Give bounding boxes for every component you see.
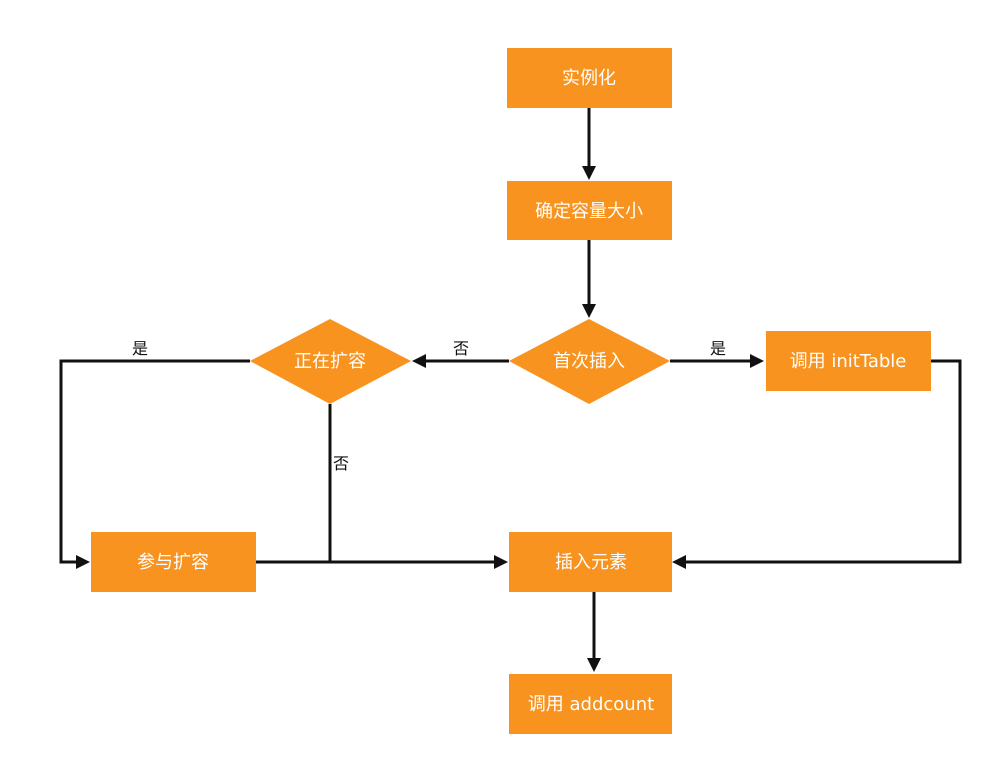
- node-first-insert: 首次插入: [509, 319, 670, 404]
- edge-help-resize-to-insert-element: [255, 555, 508, 569]
- edge-first-insert-to-resizing: [412, 354, 509, 368]
- edge-label-first-insert-yes: 是: [710, 339, 726, 358]
- node-insert-element-label: 插入元素: [555, 552, 627, 573]
- edge-first-insert-to-init-table: [670, 354, 764, 368]
- node-instantiate-label: 实例化: [562, 68, 616, 89]
- edge-label-first-insert-no: 否: [453, 339, 469, 358]
- edge-instantiate-to-capacity: [582, 108, 596, 180]
- node-insert-element: 插入元素: [509, 532, 672, 592]
- node-determine-capacity: 确定容量大小: [507, 181, 672, 240]
- node-instantiate: 实例化: [507, 48, 672, 108]
- edge-label-resizing-no: 否: [333, 454, 349, 473]
- edge-capacity-to-first-insert: [582, 240, 596, 318]
- node-call-addcount-label: 调用 addcount: [528, 694, 654, 715]
- node-resizing: 正在扩容: [250, 319, 411, 404]
- node-determine-capacity-label: 确定容量大小: [535, 201, 643, 222]
- node-help-resize-label: 参与扩容: [137, 552, 209, 573]
- node-first-insert-label: 首次插入: [553, 351, 625, 372]
- node-call-addcount: 调用 addcount: [509, 674, 672, 734]
- edge-insert-element-to-addcount: [587, 592, 601, 672]
- node-resizing-label: 正在扩容: [294, 351, 366, 372]
- edge-label-resizing-yes: 是: [132, 339, 148, 358]
- edge-resizing-to-help-resize: [59, 359, 250, 569]
- node-call-init-table-label: 调用 initTable: [790, 351, 907, 372]
- node-help-resize: 参与扩容: [91, 532, 256, 592]
- node-call-init-table: 调用 initTable: [766, 331, 931, 391]
- edge-init-table-to-insert-element: [672, 359, 962, 569]
